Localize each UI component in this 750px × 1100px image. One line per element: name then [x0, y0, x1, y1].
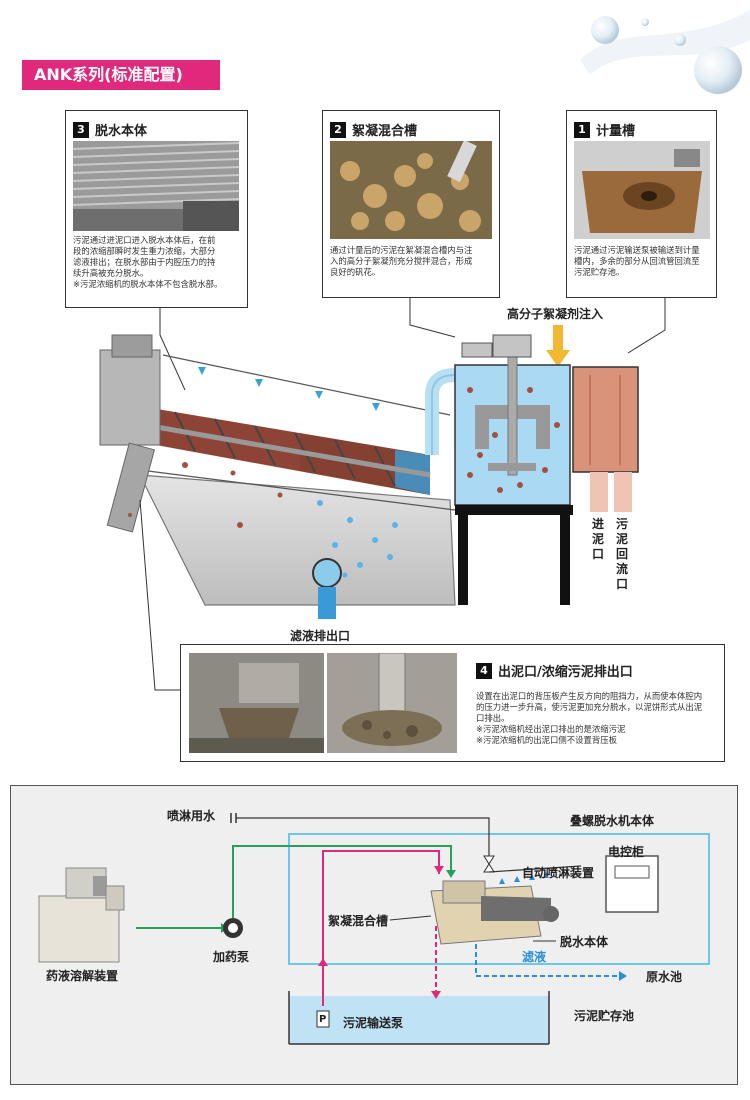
callout-text-line: 的压力进一步升高，使污泥更加充分脱水，以泥饼形式从出泥 — [476, 702, 703, 712]
callout-number: 2 — [330, 121, 346, 138]
sludge-inlet-label: 进泥口 — [591, 517, 604, 561]
callout-floc-tank: 2 絮凝混合槽 通过计量后的污泥在絮凝混合槽内与注 入的高分子絮凝剂充分搅拌混合，… — [322, 110, 500, 298]
callout-text-line: 通过计量后的污泥在絮凝混合槽内与注 — [330, 245, 473, 255]
callout-text-line: 滤液排出；在脱水部由于内腔压力的持 — [73, 257, 216, 267]
sludge-pool-label: 污泥贮存池 — [574, 1009, 635, 1023]
process-flow-diagram — [38, 813, 710, 1045]
water-drop-decoration — [580, 10, 750, 94]
callout-number: 3 — [73, 121, 89, 138]
filtrate-outlet — [312, 558, 342, 588]
callout-title: 脱水本体 — [95, 124, 148, 139]
callout-sludge-outlet: 4 出泥口/浓缩污泥排出口 设置在出泥口的背压板产生反方向的阻挡力，从而使本体腔内… — [180, 644, 725, 762]
callout-text-line: 段的浓缩部瞬时发生重力浓缩，大部分 — [73, 246, 216, 256]
callout-text-line: ※污泥浓缩机经出泥口排出的是浓缩污泥 — [476, 724, 626, 734]
callout-text-line: 槽内，多余的部分从回流管回流至 — [574, 256, 700, 266]
callout-number: 1 — [574, 121, 590, 138]
leader-lines — [159, 298, 666, 391]
machine-body-label: 叠螺脱水机本体 — [570, 814, 655, 828]
filtrate-outlet-label: 滤液排出口 — [290, 629, 351, 643]
sludge-return-label: 污泥回流口 — [615, 517, 628, 591]
callout-dewater-body: 3 脱水本体 污泥通过进泥口进入脱水本体后，在前 段的浓缩部瞬时发生重力浓缩，大部… — [65, 110, 248, 308]
callout-text-line: 续升高被充分脱水。 — [73, 268, 149, 278]
section-title: ANK系列(标准配置) — [22, 60, 220, 90]
filtrate-drops — [317, 500, 398, 578]
floc-tank-photo — [330, 141, 492, 239]
dosing-pump-label: 加药泵 — [213, 950, 250, 964]
dewater-body-photo — [73, 141, 239, 231]
sludge-outlet-photo-2 — [327, 653, 457, 753]
callout-text-line: ※污泥浓缩机的出泥口侧不设置背压板 — [476, 735, 618, 745]
callout-text-line: 污泥通过污泥输送泵被输送到计量 — [574, 245, 700, 255]
sludge-outlet-photo-1 — [189, 653, 324, 753]
pump-symbol-label: P — [319, 1014, 327, 1025]
callout-metering-tank: 1 计量槽 污泥通过污泥输送泵被输送到计量 槽内，多余的部分从回流管回流至 污泥贮… — [566, 110, 717, 298]
callout-text-line: ※污泥浓缩机的脱水本体不包含脱水部。 — [73, 279, 223, 289]
sludge-drops — [128, 462, 283, 528]
floc-tank-label: 絮凝混合槽 — [328, 914, 389, 928]
filtrate-hopper — [138, 474, 456, 606]
auto-spray-label: 自动喷淋装置 — [522, 866, 595, 880]
chem-device-label: 药液溶解装置 — [46, 969, 119, 983]
spray-water-label: 喷淋用水 — [167, 809, 216, 823]
sludge-pump-label: 污泥输送泵 — [343, 1016, 404, 1030]
callout-4-leader — [139, 500, 180, 691]
drive-motor — [99, 349, 161, 446]
metering-tank-photo — [574, 141, 710, 239]
control-cabinet-label: 电控柜 — [608, 845, 645, 859]
flocculant-inlet-label: 高分子絮凝剂注入 — [507, 307, 604, 321]
filtrate-label: 滤液 — [522, 950, 547, 964]
callout-title: 出泥口/浓缩污泥排出口 — [498, 665, 633, 680]
callout-text-line: 设置在出泥口的背压板产生反方向的阻挡力，从而使本体腔内 — [476, 691, 703, 701]
dewater-body-label: 脱水本体 — [560, 935, 609, 949]
spray-nozzles — [198, 367, 380, 411]
callout-text-line: 口排出。 — [476, 713, 510, 723]
callout-text-line: 污泥贮存池。 — [574, 267, 625, 277]
machine-illustration — [99, 298, 666, 619]
flocculant-arrow — [546, 325, 570, 367]
metering-tank — [572, 366, 639, 473]
raw-water-pool-label: 原水池 — [646, 970, 683, 984]
process-flow-panel — [10, 785, 738, 1085]
callout-number: 4 — [476, 662, 492, 679]
callout-text-line: 入的高分子絮凝剂充分搅拌混合，形成 — [330, 256, 473, 266]
callout-text-line: 污泥通过进泥口进入脱水本体后，在前 — [73, 235, 216, 245]
callout-title: 絮凝混合槽 — [352, 124, 418, 139]
callout-title: 计量槽 — [596, 124, 636, 139]
callout-text-line: 良好的矾花。 — [330, 267, 381, 277]
